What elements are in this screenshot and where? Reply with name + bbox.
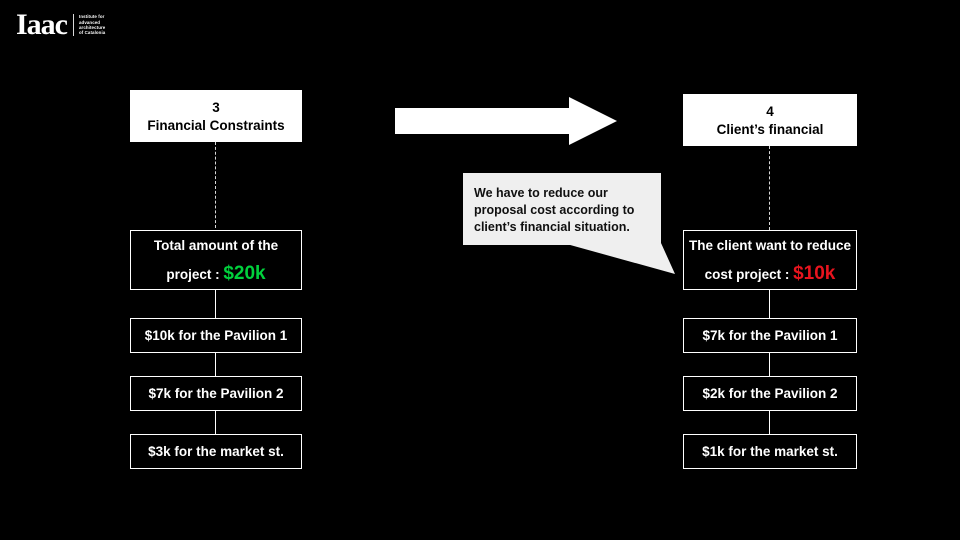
right-total-text-line-1: The client want to reduce [688, 237, 852, 253]
logo-wordmark: Iaac [16, 8, 68, 41]
right-header-title: Client’s financial [716, 121, 824, 137]
right-connector-item-2-to-3 [769, 411, 770, 434]
logo-subtitle: Institute for advanced architecture of C… [79, 14, 105, 36]
right-total-amount: $10k [793, 262, 836, 284]
left-connector-header-to-total [215, 142, 216, 228]
right-item-box-1: $7k for the Pavilion 1 [683, 318, 857, 353]
right-connector-header-to-total [769, 146, 770, 230]
left-header-title: Financial Constraints [147, 117, 285, 133]
logo-subtitle-line-2: advanced [79, 19, 101, 25]
left-total-label: project : [166, 266, 224, 282]
right-arrow-icon [395, 97, 617, 145]
logo-subtitle-line-3: architecture [79, 25, 106, 30]
logo-divider [73, 14, 74, 36]
callout-line-2: proposal cost according to [474, 203, 635, 217]
right-connector-total-to-item-1 [769, 290, 770, 318]
iaac-logo: Iaac Institute for advanced architecture… [16, 10, 105, 40]
right-item-label-3: $1k for the market st. [702, 443, 838, 459]
left-item-box-1: $10k for the Pavilion 1 [130, 318, 302, 353]
left-item-box-2: $7k for the Pavilion 2 [130, 376, 302, 411]
left-connector-item-1-to-2 [215, 353, 216, 376]
left-header-box: 3 Financial Constraints [130, 90, 302, 142]
left-header-number: 3 [212, 99, 220, 115]
left-total-text-line-1: Total amount of the [153, 237, 279, 253]
right-total-text-line-2: cost project : $10k [705, 260, 836, 289]
right-connector-item-1-to-2 [769, 353, 770, 376]
right-total-box: The client want to reduce cost project :… [683, 230, 857, 290]
left-total-amount: $20k [223, 262, 266, 284]
callout-line-3: client’s financial situation. [474, 220, 630, 234]
right-header-box: 4 Client’s financial [683, 94, 857, 146]
right-item-label-2: $2k for the Pavilion 2 [702, 385, 838, 401]
left-item-label-1: $10k for the Pavilion 1 [144, 327, 288, 343]
right-item-label-1: $7k for the Pavilion 1 [702, 327, 838, 343]
logo-subtitle-line-4: of Catalonia [79, 30, 106, 36]
left-total-text-line-2: project : $20k [166, 260, 265, 289]
right-item-box-2: $2k for the Pavilion 2 [683, 376, 857, 411]
right-item-box-3: $1k for the market st. [683, 434, 857, 469]
callout-bubble: We have to reduce our proposal cost acco… [463, 173, 661, 245]
callout-line-1: We have to reduce our [474, 186, 608, 200]
logo-subtitle-line-1: Institute for [79, 14, 105, 20]
left-connector-total-to-item-1 [215, 290, 216, 318]
left-connector-item-2-to-3 [215, 411, 216, 434]
left-item-label-2: $7k for the Pavilion 2 [148, 385, 284, 401]
right-total-label: cost project : [704, 266, 794, 282]
right-header-number: 4 [766, 103, 774, 119]
left-total-box: Total amount of the project : $20k [130, 230, 302, 290]
left-item-box-3: $3k for the market st. [130, 434, 302, 469]
left-item-label-3: $3k for the market st. [148, 443, 284, 459]
